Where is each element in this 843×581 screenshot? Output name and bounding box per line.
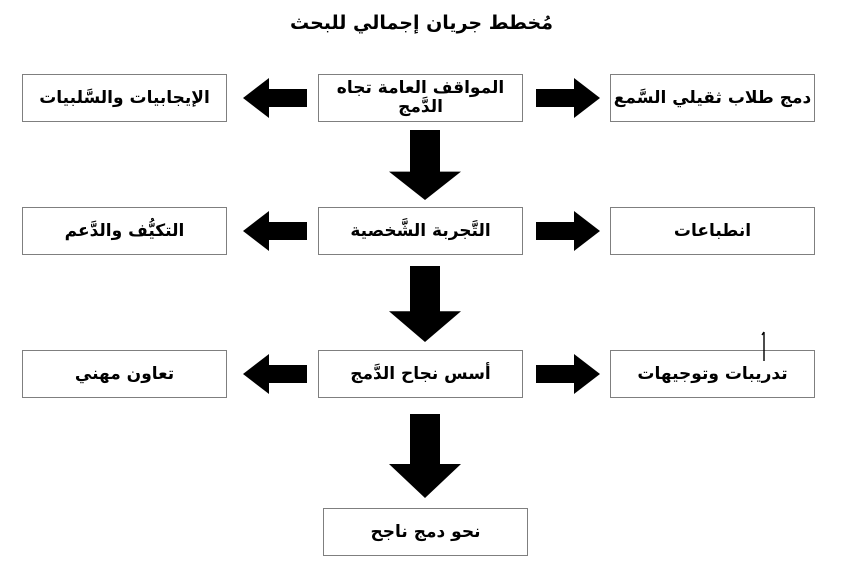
node-adaptation-and-support: التكيُّف والدَّعم: [22, 207, 227, 255]
down-block-arrow-icon: [389, 414, 461, 498]
node-general-attitudes: المواقف العامة تجاه الدَّمج: [318, 74, 523, 122]
stray-tick-mark: [758, 331, 768, 361]
node-trainings-and-guidance: تدريبات وتوجيهات: [610, 350, 815, 398]
right-block-arrow-icon: [536, 78, 600, 118]
node-toward-successful-integration: نحو دمج ناجح: [323, 508, 528, 556]
down-block-arrow-icon: [389, 266, 461, 342]
left-block-arrow-icon: [243, 78, 307, 118]
left-block-arrow-icon: [243, 354, 307, 394]
node-pros-and-cons: الإيجابيات والسَّلبيات: [22, 74, 227, 122]
right-block-arrow-icon: [536, 211, 600, 251]
right-block-arrow-icon: [536, 354, 600, 394]
node-impressions: انطباعات: [610, 207, 815, 255]
left-block-arrow-icon: [243, 211, 307, 251]
node-personal-experience: التَّجربة الشَّخصية: [318, 207, 523, 255]
node-hard-of-hearing-integration: دمج طلاب ثقيلي السَّمع: [610, 74, 815, 122]
node-professional-cooperation: تعاون مهني: [22, 350, 227, 398]
down-block-arrow-icon: [389, 130, 461, 200]
node-integration-success-foundations: أسس نجاح الدَّمج: [318, 350, 523, 398]
page-title: مُخطط جريان إجمالي للبحث: [289, 12, 554, 34]
